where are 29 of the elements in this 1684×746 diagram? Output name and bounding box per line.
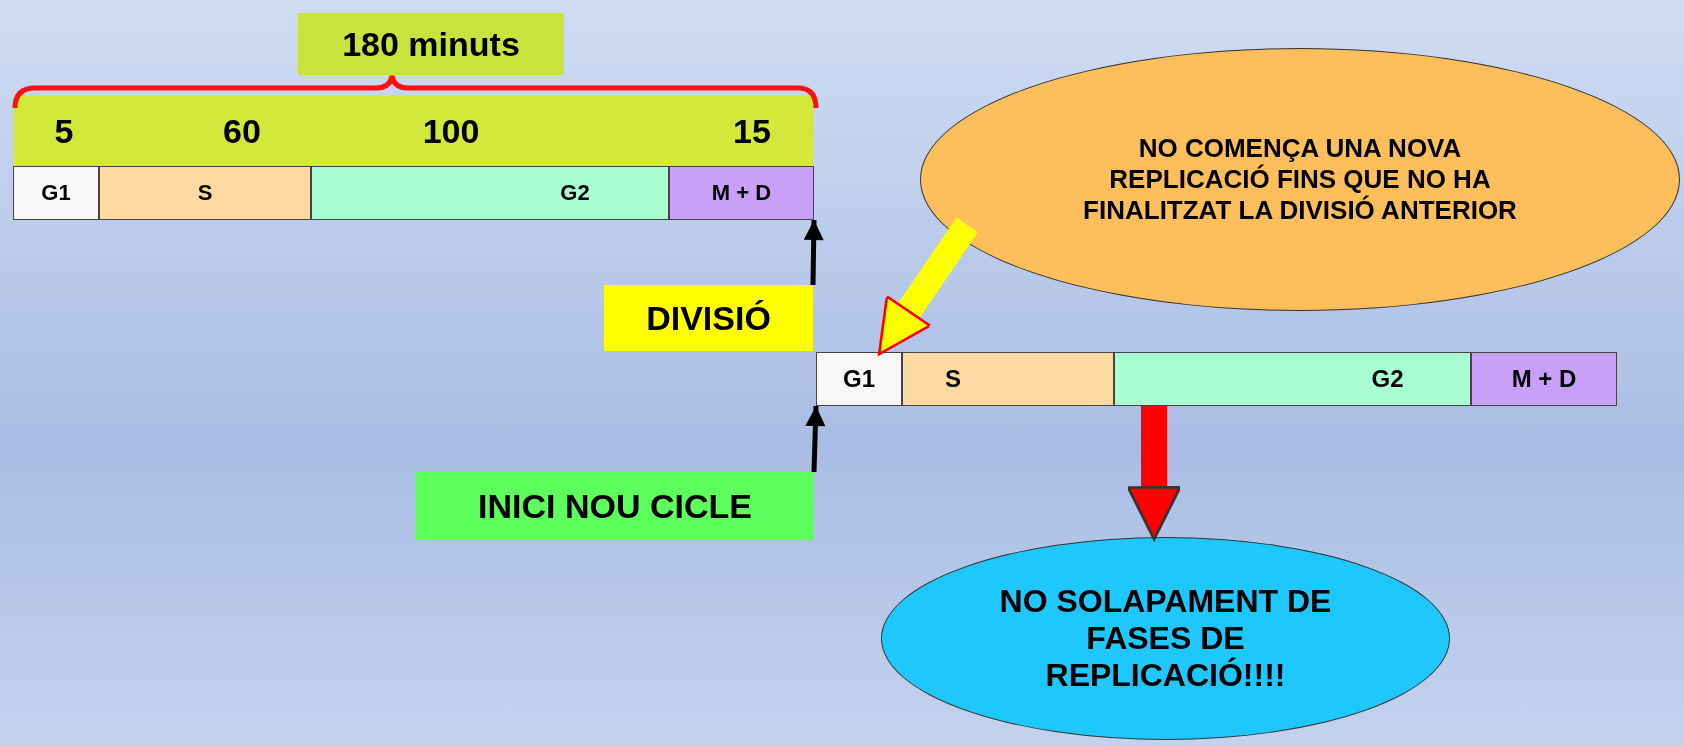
label-text: INICI NOU CICLE <box>478 486 752 526</box>
note-text: NO COMENÇA UNA NOVA REPLICACIÓ FINS QUE NO HA FINALITZAT LA DIVISIÓ ANTERIOR <box>1082 133 1518 226</box>
label-text: G1 <box>843 365 875 393</box>
phase-segment <box>669 166 814 220</box>
phase-segment <box>311 166 669 220</box>
label-text: G1 <box>41 180 71 206</box>
phase-segment <box>816 352 902 406</box>
duration-value: 100 <box>422 111 480 150</box>
duration-label <box>298 13 564 75</box>
label-text: M + D <box>711 180 772 206</box>
phase-segment <box>99 166 311 220</box>
label-text: DIVISIÓ <box>646 298 771 338</box>
phase-segment <box>902 352 1114 406</box>
phase-segment <box>1114 352 1471 406</box>
label-text: 180 minuts <box>342 24 520 64</box>
duration-value: 15 <box>733 111 771 150</box>
label-text: S <box>197 180 213 206</box>
phase-segment <box>13 166 99 220</box>
phase-segment <box>1471 352 1617 406</box>
label-text: G2 <box>1371 365 1404 393</box>
label-text: S <box>945 365 961 393</box>
label-text: G2 <box>560 180 590 206</box>
event-label <box>604 285 813 351</box>
duration-value: 5 <box>54 111 74 150</box>
event-label <box>416 472 814 540</box>
note-text: NO SOLAPAMENT DE FASES DE REPLICACIÓ!!!! <box>998 583 1333 694</box>
duration-value: 60 <box>223 111 261 150</box>
duration-band <box>13 95 814 166</box>
label-text: M + D <box>1511 365 1577 393</box>
